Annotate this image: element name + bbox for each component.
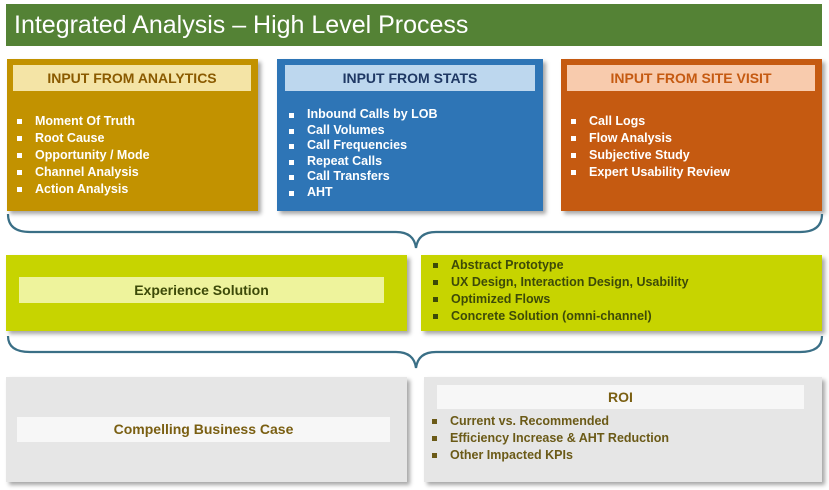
- list-item: Opportunity / Mode: [13, 147, 150, 164]
- stats-list: Inbound Calls by LOB Call Volumes Call F…: [285, 107, 438, 200]
- experience-label: Experience Solution: [19, 277, 384, 303]
- analytics-header: INPUT FROM ANALYTICS: [13, 65, 251, 91]
- business-case-box: Compelling Business Case: [6, 377, 407, 482]
- site-visit-list: Call Logs Flow Analysis Subjective Study…: [567, 113, 730, 181]
- page-title: Integrated Analysis – High Level Process: [6, 4, 822, 46]
- brace-middle: [6, 335, 824, 369]
- list-item: Repeat Calls: [285, 154, 438, 170]
- experience-box: Experience Solution: [6, 255, 407, 331]
- list-item: Optimized Flows: [429, 291, 689, 308]
- list-item: Flow Analysis: [567, 130, 730, 147]
- list-item: Concrete Solution (omni-channel): [429, 308, 689, 325]
- analytics-box: INPUT FROM ANALYTICS Moment Of Truth Roo…: [7, 59, 258, 211]
- list-item: Other Impacted KPIs: [428, 447, 669, 464]
- list-item: Inbound Calls by LOB: [285, 107, 438, 123]
- list-item: Call Frequencies: [285, 138, 438, 154]
- stats-box: INPUT FROM STATS Inbound Calls by LOB Ca…: [277, 59, 543, 211]
- list-item: Efficiency Increase & AHT Reduction: [428, 430, 669, 447]
- list-item: Current vs. Recommended: [428, 413, 669, 430]
- list-item: Call Logs: [567, 113, 730, 130]
- roi-box: ROI Current vs. Recommended Efficiency I…: [424, 377, 822, 482]
- site-visit-box: INPUT FROM SITE VISIT Call Logs Flow Ana…: [561, 59, 822, 211]
- list-item: Action Analysis: [13, 181, 150, 198]
- analytics-list: Moment Of Truth Root Cause Opportunity /…: [13, 113, 150, 198]
- business-case-label: Compelling Business Case: [17, 417, 390, 442]
- experience-list: Abstract Prototype UX Design, Interactio…: [429, 257, 689, 325]
- list-item: Expert Usability Review: [567, 164, 730, 181]
- list-item: Call Volumes: [285, 123, 438, 139]
- roi-header: ROI: [437, 385, 804, 409]
- roi-list: Current vs. Recommended Efficiency Incre…: [428, 413, 669, 464]
- brace-top: [6, 213, 824, 249]
- list-item: AHT: [285, 185, 438, 201]
- list-item: Subjective Study: [567, 147, 730, 164]
- list-item: Moment Of Truth: [13, 113, 150, 130]
- site-visit-header: INPUT FROM SITE VISIT: [567, 65, 815, 91]
- stats-header: INPUT FROM STATS: [285, 65, 535, 91]
- list-item: Abstract Prototype: [429, 257, 689, 274]
- list-item: Root Cause: [13, 130, 150, 147]
- list-item: UX Design, Interaction Design, Usability: [429, 274, 689, 291]
- experience-list-box: Abstract Prototype UX Design, Interactio…: [421, 255, 822, 331]
- list-item: Call Transfers: [285, 169, 438, 185]
- list-item: Channel Analysis: [13, 164, 150, 181]
